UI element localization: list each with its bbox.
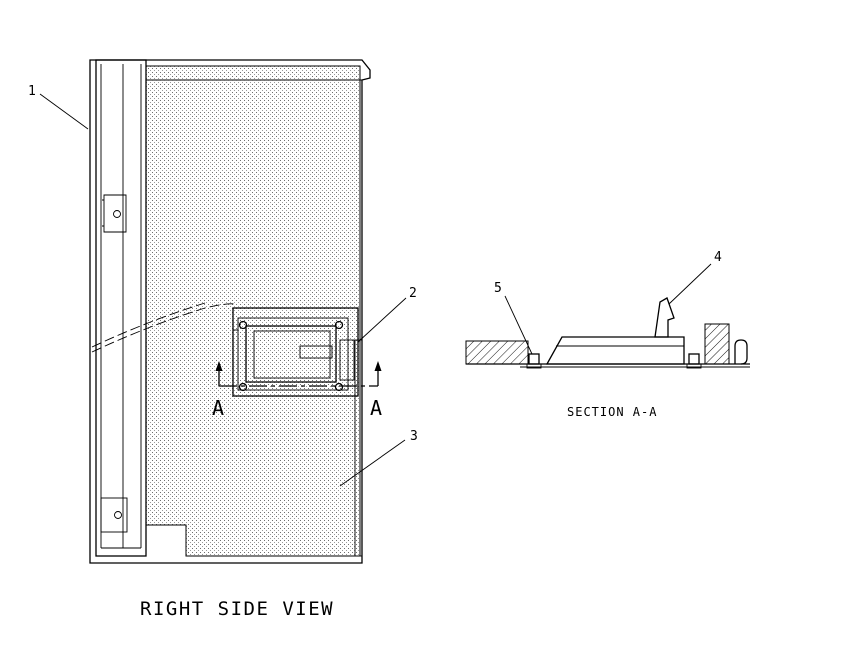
vertical-rail xyxy=(95,59,147,557)
leader-1 xyxy=(39,93,89,130)
upper-bolt-hole xyxy=(113,210,121,218)
module-bolt-br xyxy=(334,382,344,392)
hatched-block-left xyxy=(465,340,529,365)
latch-tab xyxy=(654,297,675,338)
clip-hook xyxy=(734,339,748,365)
leader-3 xyxy=(339,439,406,487)
bolt-right xyxy=(686,353,702,369)
module-bolt-tl xyxy=(238,320,248,330)
outer-frame xyxy=(89,59,371,564)
bolt-left xyxy=(526,353,542,369)
section-a-a: 4 5 SECTION A-A xyxy=(465,250,750,419)
leader-4 xyxy=(668,263,712,305)
lower-bolt-hole xyxy=(114,511,122,519)
section-cut-line xyxy=(215,361,382,387)
hidden-edge-curve xyxy=(91,303,236,353)
callout-4: 4 xyxy=(714,250,722,265)
callout-2: 2 xyxy=(409,286,417,301)
right-side-view: A A 1 2 3 RIGHT SIDE VIEW xyxy=(28,59,418,620)
section-marker-left: A xyxy=(212,396,224,420)
callout-3: 3 xyxy=(410,429,418,444)
leader-2 xyxy=(357,297,407,343)
module-bolt-bl xyxy=(238,382,248,392)
panel-fill xyxy=(145,65,361,557)
callout-1: 1 xyxy=(28,84,36,99)
hatched-block-right xyxy=(704,323,730,365)
callout-5: 5 xyxy=(494,281,502,296)
module-body-section xyxy=(545,336,685,365)
leader-5 xyxy=(504,295,533,355)
section-a-a-title: SECTION A-A xyxy=(567,405,657,419)
section-marker-right: A xyxy=(370,396,382,420)
module-assembly xyxy=(232,307,359,397)
module-bolt-tr xyxy=(334,320,344,330)
right-side-view-title: RIGHT SIDE VIEW xyxy=(140,598,334,620)
